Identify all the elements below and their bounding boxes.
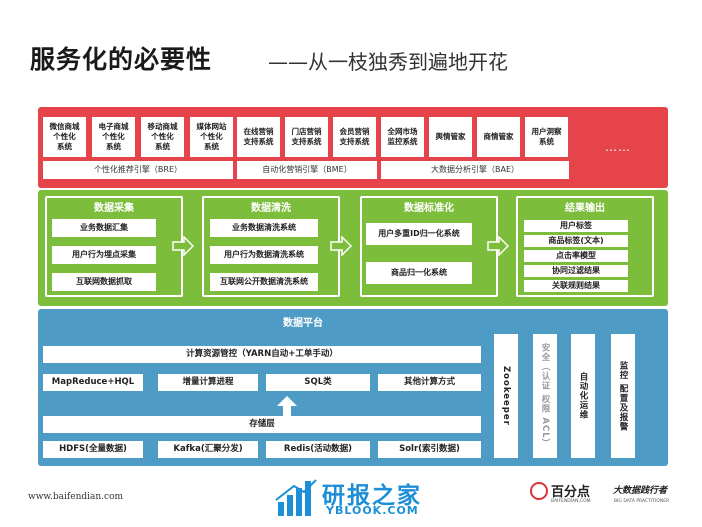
app-box: 会员营销 支持系统 — [333, 117, 376, 157]
compute-item: MapReduce+HQL — [43, 374, 143, 391]
compute-item: 其他计算方式 — [378, 374, 481, 391]
footer-url: www.baifendian.com — [28, 492, 124, 502]
storage-item: Redis(活动数据) — [266, 441, 370, 458]
automation-label: 自动化运维 — [578, 372, 588, 420]
engine-bae: 大数据分析引擎（BAE） — [381, 161, 569, 179]
collect-title: 数据采集 — [94, 203, 134, 214]
practitioner-slogan: 大数据践行者 — [613, 486, 668, 496]
brand-url: BAIFENDIAN.COM — [551, 499, 591, 504]
zookeeper-box: Zookeeper — [494, 334, 518, 458]
clean-title: 数据清洗 — [251, 203, 291, 214]
collect-item: 互联网数据抓取 — [52, 273, 156, 291]
storage-item: Kafka(汇聚分发) — [158, 441, 258, 458]
security-box: 安全（认证 权限 ACL） — [533, 334, 557, 458]
compute-item: 增量计算进程 — [158, 374, 258, 391]
watermark-en: YBLOOK.COM — [326, 504, 419, 517]
baifendian-logo-icon — [530, 482, 548, 500]
standardize-item: 商品归一化系统 — [366, 262, 472, 284]
engine-bre: 个性化推荐引擎（BRE） — [43, 161, 233, 179]
output-title: 结果输出 — [565, 203, 605, 214]
output-column — [516, 196, 654, 297]
standardize-title: 数据标准化 — [404, 203, 454, 214]
storage-item: Solr(索引数据) — [378, 441, 481, 458]
app-box: 微信商城 个性化 系统 — [43, 117, 86, 157]
resource-control: 计算资源管控（YARN自动+工单手动） — [43, 346, 481, 363]
output-item: 用户标签 — [524, 220, 628, 232]
automation-box: 自动化运维 — [571, 334, 595, 458]
monitoring-label: 监控 配置及报警 — [618, 360, 628, 432]
output-item: 协同过滤结果 — [524, 265, 628, 277]
compute-item: SQL类 — [266, 374, 370, 391]
watermark-logo-icon — [275, 479, 317, 516]
app-box: 舆情管家 — [429, 117, 472, 157]
platform-title: 数据平台 — [283, 318, 323, 329]
clean-item: 业务数据清洗系统 — [210, 219, 318, 237]
collect-item: 用户行为埋点采集 — [52, 246, 156, 264]
right-arrow-icon — [330, 236, 352, 256]
clean-item: 互联网公开数据清洗系统 — [210, 273, 318, 291]
up-arrow-icon — [277, 396, 297, 416]
app-box: 在线营销 支持系统 — [237, 117, 280, 157]
standardize-item: 用户多重ID归一化系统 — [366, 223, 472, 245]
right-arrow-icon — [172, 236, 194, 256]
app-box: 门店营销 支持系统 — [285, 117, 328, 157]
monitoring-box: 监控 配置及报警 — [611, 334, 635, 458]
page-title: 服务化的必要性 — [30, 45, 213, 74]
clean-item: 用户行为数据清洗系统 — [210, 246, 318, 264]
storage-layer-title: 存储层 — [43, 416, 481, 433]
output-item: 关联规则结果 — [524, 280, 628, 292]
storage-item: HDFS(全量数据) — [43, 441, 143, 458]
output-item: 点击率模型 — [524, 250, 628, 262]
watermark-cn: 研报之家 — [322, 483, 422, 509]
collect-item: 业务数据汇集 — [52, 219, 156, 237]
app-box: 全网市场 监控系统 — [381, 117, 424, 157]
brand-name: 百分点 — [551, 485, 591, 500]
more-ellipsis: …… — [605, 140, 631, 154]
right-arrow-icon — [487, 236, 509, 256]
app-box: 用户洞察 系统 — [525, 117, 568, 157]
app-box: 媒体网站 个性化 系统 — [190, 117, 233, 157]
security-label: 安全（认证 权限 ACL） — [540, 343, 550, 449]
zookeeper-label: Zookeeper — [501, 366, 511, 426]
app-box: 商情管家 — [477, 117, 520, 157]
app-box: 电子商城 个性化 系统 — [92, 117, 135, 157]
page-subtitle: ——从一枝独秀到遍地开花 — [268, 50, 508, 74]
practitioner-slogan-en: BIG DATA PRACTITIONER — [614, 499, 670, 504]
app-box: 移动商城 个性化 系统 — [141, 117, 184, 157]
engine-bme: 自动化营销引擎（BME） — [237, 161, 377, 179]
output-item: 商品标签(文本) — [524, 235, 628, 247]
